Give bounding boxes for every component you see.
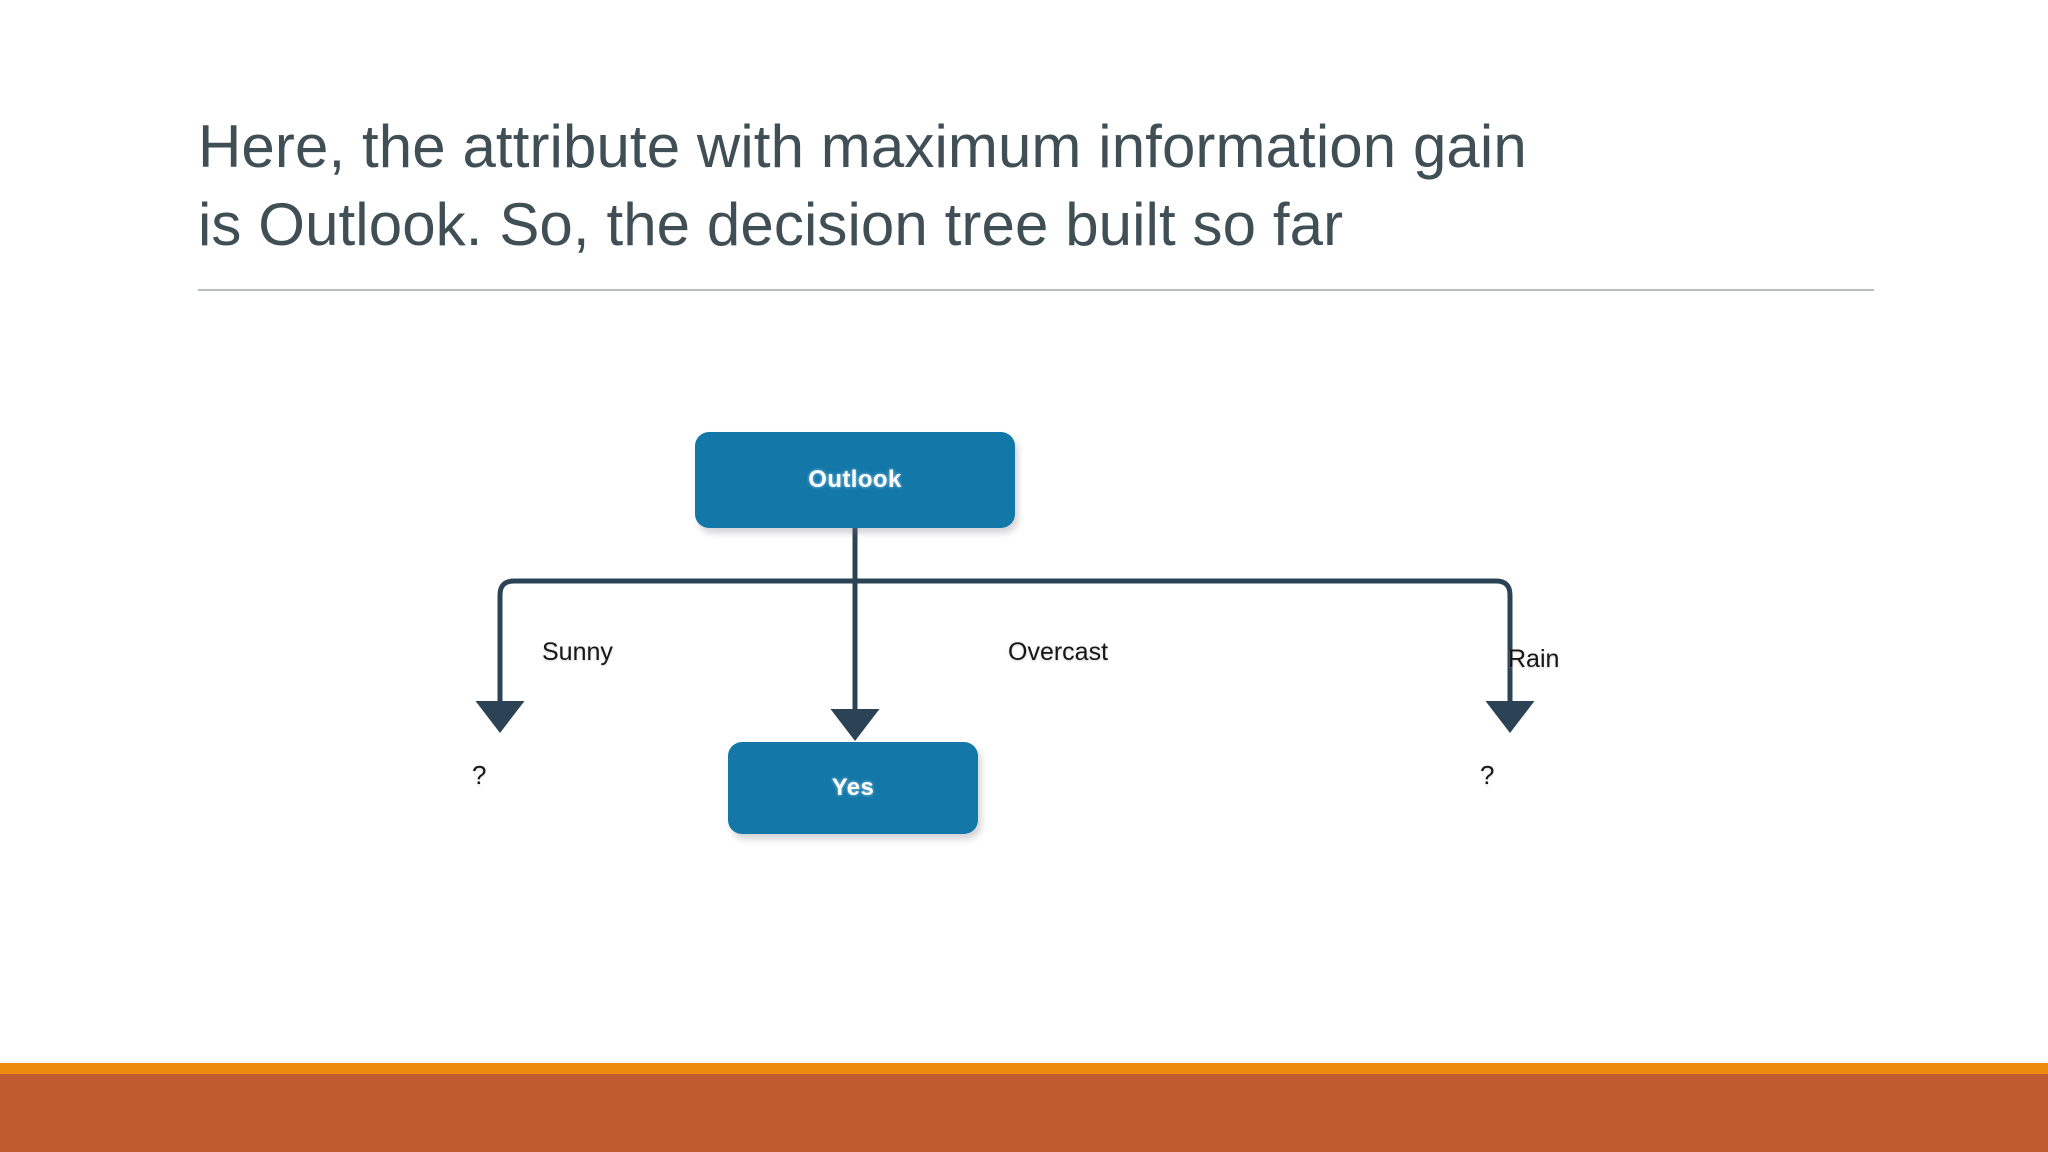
connector-bus-right xyxy=(855,578,1535,733)
footer-accent-bar xyxy=(0,1063,2048,1074)
page-title: Here, the attribute with maximum informa… xyxy=(198,108,1878,264)
title-divider xyxy=(198,289,1874,291)
edge-label-rain: Rain xyxy=(1508,645,1560,673)
tree-node-yes-label: Yes xyxy=(831,774,875,801)
tree-node-outlook-label: Outlook xyxy=(808,466,902,493)
tree-node-outlook[interactable]: Outlook xyxy=(695,432,1015,528)
connector-bus-left xyxy=(475,578,855,733)
page-title-line-1: Here, the attribute with maximum informa… xyxy=(198,113,1527,180)
tree-node-yes[interactable]: Yes xyxy=(728,742,978,834)
tree-leaf-rain-unknown: ? xyxy=(1480,760,1495,790)
decision-tree-diagram: Outlook Sunny Overcast Rain ? Yes ? xyxy=(420,395,1630,895)
page-title-line-2: is Outlook. So, the decision tree built … xyxy=(198,191,1344,258)
edge-label-overcast: Overcast xyxy=(1008,638,1109,666)
edge-label-sunny: Sunny xyxy=(542,638,613,666)
footer-bar xyxy=(0,1074,2048,1152)
decision-tree-connectors xyxy=(475,528,1535,741)
tree-leaf-sunny-unknown: ? xyxy=(472,760,487,790)
